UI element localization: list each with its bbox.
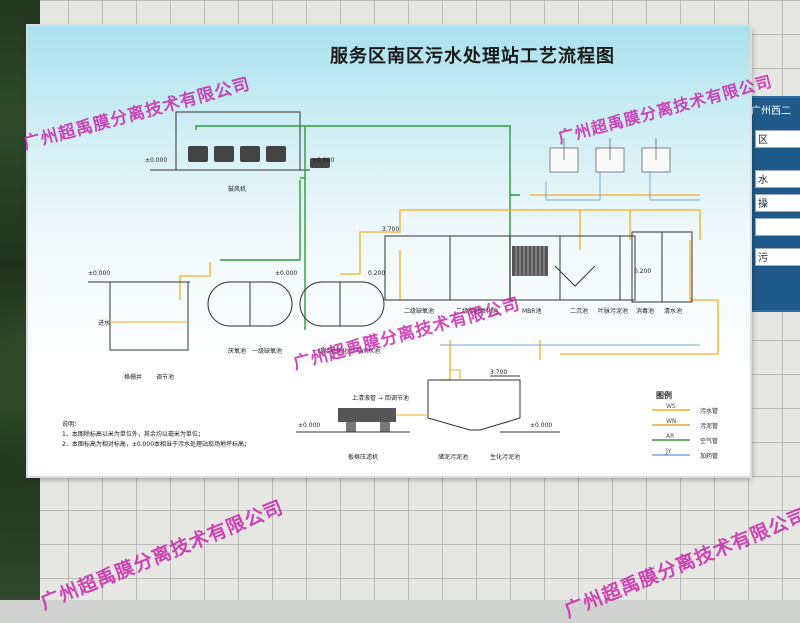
- board-title: 服务区南区污水处理站工艺流程图: [330, 46, 615, 67]
- legend-label: 污水管: [700, 408, 719, 415]
- unit-label: 中间水池: [356, 348, 381, 355]
- side-panel-cell: [755, 218, 800, 236]
- unit-label: 调节池: [156, 374, 175, 381]
- notes-title: 说明：: [62, 421, 81, 428]
- unit-label: 鼓风机: [228, 186, 247, 193]
- unit-label: 一级缺氧池: [252, 348, 283, 355]
- filter-press: [296, 408, 560, 433]
- unit-label: 二级缺氧池: [404, 308, 435, 315]
- tank-row: [88, 231, 693, 351]
- side-panel-cell: 操: [755, 194, 800, 212]
- side-panel-title: 广州西二: [751, 106, 791, 117]
- unit-label: MBR池: [522, 308, 542, 315]
- legend-code: WN: [666, 418, 677, 425]
- unit-label: 二级接触氧化池: [456, 308, 499, 315]
- level-mark: 0.200: [634, 268, 652, 275]
- mbr-module: [512, 246, 548, 276]
- level-mark: ±0.000: [275, 270, 298, 277]
- unit-label: 进水: [98, 320, 111, 327]
- process-board: [28, 26, 750, 476]
- legend-title: 图例: [656, 391, 672, 400]
- legend-lines: [652, 409, 690, 456]
- level-mark: ±0.000: [298, 422, 321, 429]
- side-panel-cell: 区: [755, 130, 800, 148]
- dosing-tanks: [549, 138, 671, 173]
- unit-label: 叶脉污泥池: [598, 308, 629, 315]
- level-mark: 3.700: [490, 369, 508, 376]
- legend-label: 加药管: [700, 453, 719, 460]
- level-mark: ±0.000: [530, 422, 553, 429]
- unit-label: 一级接触氧化池: [312, 348, 355, 355]
- unit-label: 格栅井: [124, 374, 143, 381]
- sed-cone: [554, 265, 596, 287]
- unit-label: 上清液管 → 回调节池: [352, 395, 409, 402]
- dosing-line: [440, 172, 700, 346]
- unit-label: 生化污泥池: [490, 454, 521, 461]
- level-mark: ±0.000: [88, 270, 111, 277]
- unit-label: 清水池: [664, 308, 683, 315]
- legend-code: JY: [666, 448, 672, 455]
- level-mark: 0.200: [368, 270, 386, 277]
- unit-label: 厌氧池: [228, 348, 247, 355]
- process-diagram: [88, 111, 719, 456]
- level-mark: ±0.000: [312, 157, 335, 164]
- notes-line: 2、本图标高为相对标高，±0.000本相当于污水处理站现场地坪标高；: [62, 441, 251, 448]
- level-mark: ±0.000: [145, 157, 168, 164]
- unit-label: 消毒池: [636, 308, 655, 315]
- blower-units: [188, 146, 330, 168]
- notes-line: 1、本图除标高以米为单位外，其余均以毫米为单位；: [62, 431, 204, 438]
- legend-label: 污泥管: [700, 423, 719, 430]
- sludge-tank: [427, 375, 521, 431]
- side-panel-cell: 污: [755, 248, 800, 266]
- blower-house: [150, 111, 310, 171]
- level-mark: 3.700: [382, 226, 400, 233]
- legend-code: WS: [666, 403, 676, 410]
- legend-label: 空气管: [700, 438, 719, 445]
- side-panel-cell: 水: [755, 170, 800, 188]
- legend-code: AR: [666, 433, 675, 440]
- unit-label: 储泥污泥池: [438, 454, 469, 461]
- unit-label: 二沉池: [570, 308, 589, 315]
- unit-label: 板框压滤机: [348, 454, 379, 461]
